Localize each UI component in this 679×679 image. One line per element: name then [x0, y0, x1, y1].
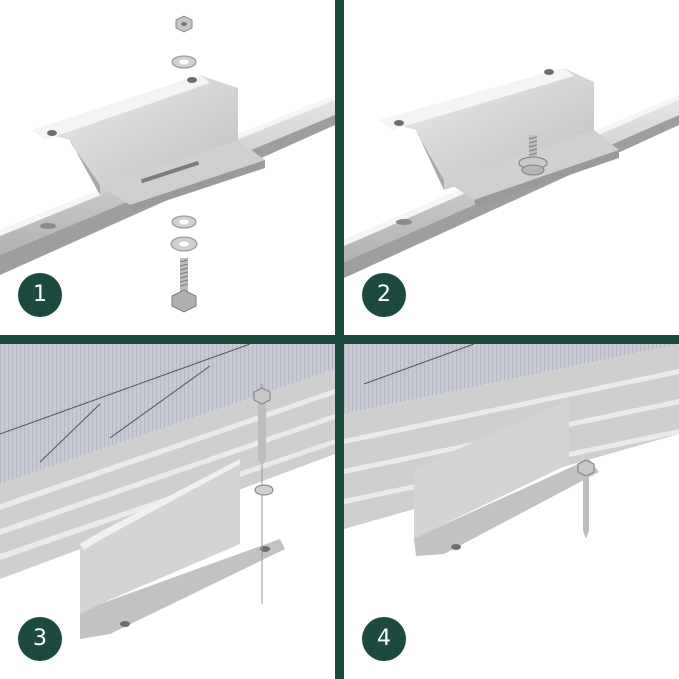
mounting-bracket	[32, 75, 265, 212]
mounting-bracket	[379, 68, 619, 207]
step-number-badge: 1	[18, 273, 62, 317]
fastened-bolt-icon	[518, 135, 548, 176]
hex-nut-icon	[175, 15, 193, 33]
step-3-illustration	[0, 344, 335, 639]
step-number-badge: 4	[362, 617, 406, 661]
step-3-panel: 3	[0, 344, 335, 679]
flat-washer-bottom-icon	[170, 236, 198, 252]
panel-frame-side	[0, 369, 335, 579]
step-1-panel: 1	[0, 0, 335, 335]
spring-washer-icon	[171, 215, 197, 229]
step-number-badge: 2	[362, 273, 406, 317]
step-1-illustration	[0, 15, 335, 313]
hex-bolt-icon	[171, 258, 197, 313]
flat-washer-top-icon	[171, 55, 197, 69]
step-number-badge: 3	[18, 617, 62, 661]
step-2-panel: 2	[344, 0, 679, 335]
step-2-illustration	[344, 68, 679, 278]
z-bracket	[414, 396, 599, 556]
screw-icon	[577, 459, 595, 539]
step-4-panel: 4	[344, 344, 679, 679]
solar-panel-surface	[0, 344, 335, 484]
screw-icon	[253, 384, 274, 604]
step-4-illustration	[344, 344, 679, 556]
z-bracket	[80, 459, 285, 639]
